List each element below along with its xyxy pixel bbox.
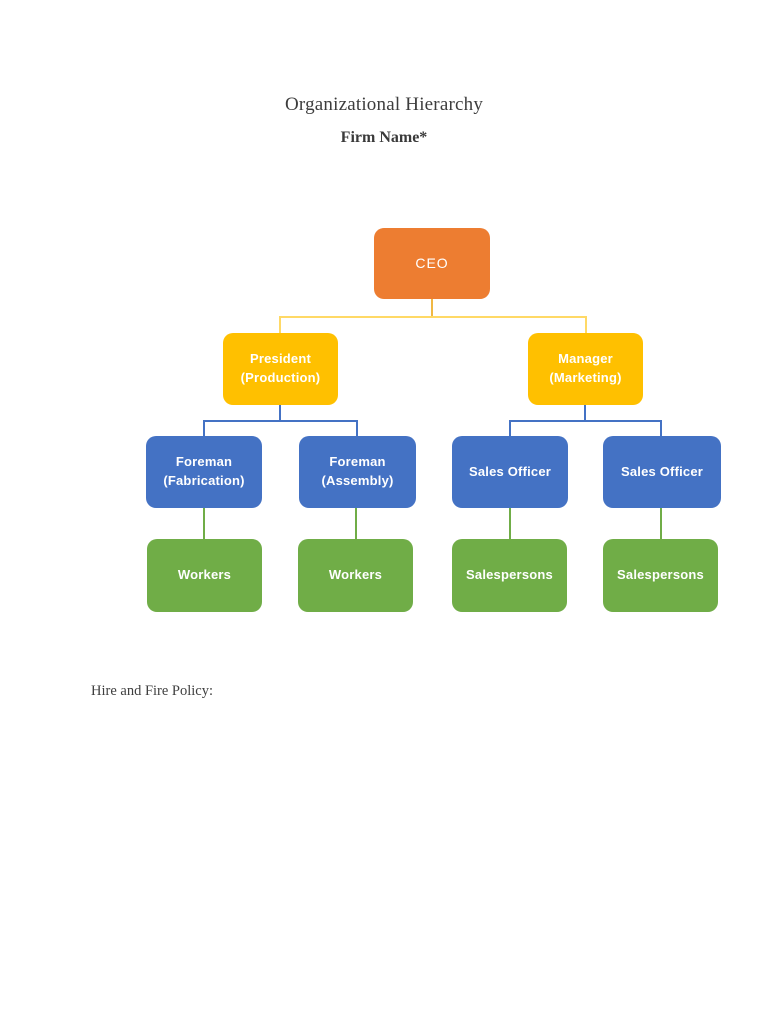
connector-manager-stub xyxy=(584,405,586,422)
connector-drop-foreman-fabrication xyxy=(203,420,205,436)
org-node-foreman-fabrication: Foreman (Fabrication) xyxy=(146,436,262,508)
connector-president-horizontal xyxy=(203,420,358,422)
connector-workers-2 xyxy=(355,508,357,539)
connector-president-stub xyxy=(279,405,281,422)
org-node-workers-2: Workers xyxy=(298,539,413,612)
connector-ceo-stub xyxy=(431,299,433,317)
connector-drop-sales-officer-2 xyxy=(660,420,662,436)
connector-drop-foreman-assembly xyxy=(356,420,358,436)
connector-ceo-horizontal xyxy=(279,316,587,318)
org-node-president-production: President (Production) xyxy=(223,333,338,405)
org-node-foreman-assembly: Foreman (Assembly) xyxy=(299,436,416,508)
connector-manager-horizontal xyxy=(509,420,662,422)
org-node-sales-officer-2: Sales Officer xyxy=(603,436,721,508)
connector-salespersons-2 xyxy=(660,508,662,539)
org-node-sales-officer-1: Sales Officer xyxy=(452,436,568,508)
org-node-manager-marketing: Manager (Marketing) xyxy=(528,333,643,405)
hire-fire-policy-label: Hire and Fire Policy: xyxy=(91,683,214,699)
connector-workers-1 xyxy=(203,508,205,539)
org-node-salespersons-2: Salespersons xyxy=(603,539,718,612)
org-node-ceo: CEO xyxy=(374,228,490,299)
connector-drop-manager xyxy=(585,316,587,333)
page-subtitle: Firm Name* xyxy=(340,129,428,146)
org-node-workers-1: Workers xyxy=(147,539,262,612)
org-node-salespersons-1: Salespersons xyxy=(452,539,567,612)
connector-salespersons-1 xyxy=(509,508,511,539)
page-title: Organizational Hierarchy xyxy=(284,94,484,115)
connector-drop-president xyxy=(279,316,281,333)
connector-drop-sales-officer-1 xyxy=(509,420,511,436)
